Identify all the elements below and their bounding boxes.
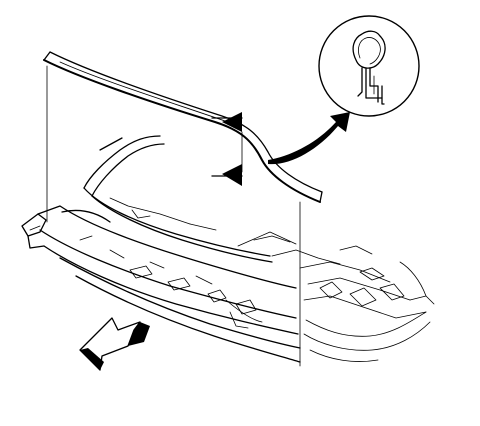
hollow-arrow-icon: [79, 317, 150, 371]
windshield-frame: [61, 135, 273, 263]
circle-cross-section-icon: [318, 15, 420, 117]
cowl-panel: [21, 205, 301, 363]
weatherstrip-seal: [43, 51, 323, 203]
section-arrow-icon: [211, 112, 243, 186]
curved-arrow-icon: [268, 112, 350, 165]
engine-compartment: [237, 231, 435, 362]
